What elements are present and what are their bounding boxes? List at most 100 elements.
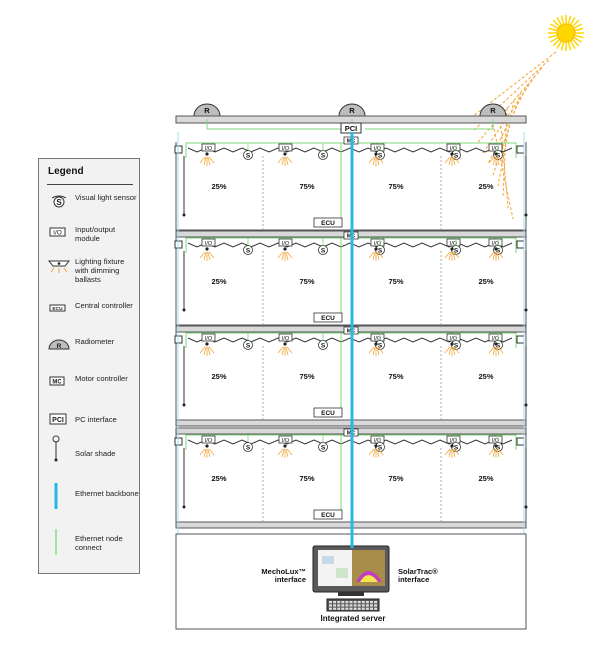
legend-item-io: I/O Input/output module	[47, 225, 139, 255]
light-ray	[199, 448, 206, 456]
keyboard-key	[349, 604, 353, 607]
legend-label: Radiometer	[75, 337, 115, 346]
radiometer-icon	[193, 103, 221, 117]
light-ray	[377, 156, 384, 164]
radiometer-icon: R	[48, 339, 70, 350]
light-ray	[277, 448, 284, 456]
sun-beam	[571, 19, 580, 28]
keyboard-key	[370, 607, 373, 610]
keyboard-key	[370, 604, 373, 607]
light-ray	[208, 346, 215, 354]
light-ray	[377, 251, 384, 259]
sun-beam	[571, 38, 580, 47]
light-ray	[444, 251, 451, 259]
light-fixture-icon	[374, 152, 378, 156]
shade-housing	[516, 437, 525, 446]
legend-item-fixture: Lighting fixture with dimming ballasts	[47, 257, 139, 287]
zone-value: 75%	[299, 182, 314, 191]
sun-beam	[560, 15, 565, 25]
screen-widget	[336, 568, 348, 578]
keyboard-key	[345, 607, 349, 610]
sun-icon	[556, 23, 576, 43]
radiometer-label: R	[490, 106, 496, 115]
io-label: I/O	[450, 438, 458, 444]
light-ray	[488, 448, 495, 456]
io-module-icon	[201, 333, 216, 342]
io-label: I/O	[374, 438, 382, 444]
light-sensor-icon	[318, 150, 328, 160]
io-module-icon	[278, 238, 293, 247]
motor-controller-icon: MC	[49, 376, 65, 386]
light-ray	[496, 448, 500, 458]
mecholux-label: interface	[275, 575, 306, 584]
sensor-label: S	[496, 153, 501, 160]
light-fixture-icon	[283, 342, 287, 346]
keyboard-key	[361, 607, 365, 610]
shade-housing	[516, 145, 525, 154]
pc-interface-icon: PCI	[49, 413, 67, 425]
light-ray	[285, 251, 289, 261]
light-ray	[376, 156, 380, 166]
light-ray	[452, 346, 456, 356]
io-label: I/O	[492, 146, 500, 152]
light-ray	[203, 448, 207, 458]
zone-value: 25%	[211, 182, 226, 191]
io-label: I/O	[205, 438, 213, 444]
legend-item-sensor: S Visual light sensor	[47, 193, 139, 223]
legend-item-pci: PCI PC interface	[47, 413, 139, 443]
zone-value: 25%	[478, 277, 493, 286]
keyboard-key	[361, 604, 365, 607]
io-label: I/O	[282, 241, 290, 247]
light-sensor-icon	[318, 442, 328, 452]
keyboard-key	[329, 601, 332, 604]
light-ray	[208, 448, 215, 456]
light-fixture-icon	[283, 444, 287, 448]
light-ray	[207, 448, 211, 458]
io-module-icon	[278, 333, 293, 342]
keyboard-key	[365, 607, 369, 610]
light-ray	[368, 156, 375, 164]
io-label: I/O	[450, 146, 458, 152]
ceiling-line	[187, 147, 513, 153]
keyboard-key	[353, 607, 357, 610]
solar-path-graphic	[360, 575, 378, 582]
light-ray	[496, 251, 500, 261]
light-ray	[372, 156, 376, 166]
central-controller-icon	[313, 509, 343, 520]
keyboard-key	[337, 601, 341, 604]
ceiling-line	[187, 439, 513, 445]
keyboard-key	[361, 601, 365, 604]
light-ray	[448, 346, 452, 356]
light-ray	[286, 346, 293, 354]
light-fixture-icon	[494, 444, 498, 448]
zone-value: 25%	[478, 474, 493, 483]
keyboard-key	[357, 601, 361, 604]
light-sensor-icon: S	[51, 195, 67, 208]
io-label: I/O	[205, 146, 213, 152]
sensor-label: S	[378, 153, 383, 160]
keyboard-key	[333, 607, 337, 610]
ethernet-backbone-line	[54, 483, 58, 509]
sun-beam	[548, 27, 558, 32]
legend-label: Visual light sensor	[75, 193, 137, 202]
light-fixture-icon	[205, 247, 209, 251]
sensor-label: S	[454, 343, 459, 350]
light-ray	[207, 156, 211, 166]
light-ray	[199, 251, 206, 259]
light-ray	[497, 156, 504, 164]
svg-text:PCI: PCI	[52, 417, 64, 424]
pci-label: PCI	[345, 124, 358, 133]
light-ray	[453, 156, 460, 164]
light-fixture-icon	[283, 247, 287, 251]
sun-beam	[556, 40, 563, 49]
light-ray	[281, 251, 285, 261]
sun-beam	[560, 41, 565, 51]
light-ray	[285, 156, 289, 166]
keyboard-key	[357, 607, 361, 610]
io-label: I/O	[492, 241, 500, 247]
sun-beam	[550, 23, 559, 30]
io-label: I/O	[450, 336, 458, 342]
node-link	[365, 119, 494, 130]
keyboard-key	[341, 607, 345, 610]
